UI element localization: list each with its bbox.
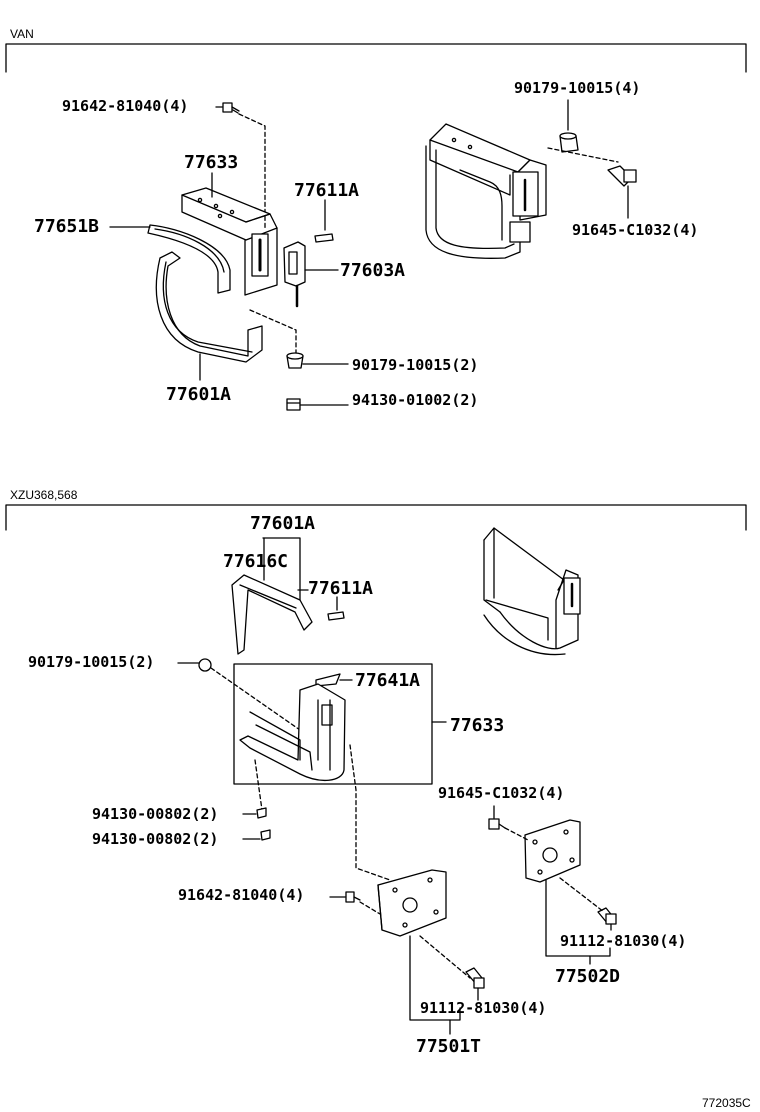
callout-77641A[interactable]: 77641A xyxy=(355,670,421,691)
callout-94130-01002[interactable]: 94130-01002(2) xyxy=(352,391,479,409)
nut-icon xyxy=(559,132,579,153)
bolt-icon xyxy=(607,165,637,187)
callout-77616C[interactable]: 77616C xyxy=(223,551,289,572)
bolt-icon xyxy=(465,967,485,989)
callout-91642-81040[interactable]: 91642-81040(4) xyxy=(62,97,189,115)
bolt-icon xyxy=(222,102,240,114)
section-label-xzu: XZU368,568 xyxy=(10,488,78,502)
callout-94130-00802-b[interactable]: 94130-00802(2) xyxy=(92,830,219,848)
bracket-77633-icon xyxy=(181,187,278,296)
nut-icon xyxy=(256,807,271,841)
callout-90179-10015-2[interactable]: 90179-10015(2) xyxy=(352,356,479,374)
callout-77633-xzu[interactable]: 77633 xyxy=(450,715,505,736)
callout-91112-81030-lower[interactable]: 91112-81030(4) xyxy=(420,999,547,1017)
assembled-holder-xzu-icon xyxy=(483,527,581,656)
callout-94130-00802-a[interactable]: 94130-00802(2) xyxy=(92,805,219,823)
band-77601A-xzu-icon xyxy=(231,574,313,655)
callout-77611A[interactable]: 77611A xyxy=(294,180,360,201)
callout-77611A-xzu[interactable]: 77611A xyxy=(308,578,374,599)
callout-77601A-xzu[interactable]: 77601A xyxy=(250,513,316,534)
callout-91642-81040-xzu[interactable]: 91642-81040(4) xyxy=(178,886,305,904)
bolt-icon xyxy=(345,891,361,903)
plate-77502D-icon xyxy=(524,819,581,883)
callout-77601A[interactable]: 77601A xyxy=(166,384,232,405)
clip-icon xyxy=(286,398,301,411)
bolt-icon xyxy=(597,907,617,925)
callout-77501T[interactable]: 77501T xyxy=(416,1036,482,1057)
lock-77603A-icon xyxy=(283,241,306,308)
strap-77651B-icon xyxy=(147,224,231,294)
plate-77501T-icon xyxy=(377,869,447,937)
callout-90179-10015-4[interactable]: 90179-10015(4) xyxy=(514,79,641,97)
band-77601A-icon xyxy=(155,251,263,363)
callout-90179-10015-xzu[interactable]: 90179-10015(2) xyxy=(28,653,155,671)
xzu-section-frame xyxy=(5,504,747,531)
bracket-77633-icon xyxy=(239,683,346,781)
callout-91645-C1032-xzu[interactable]: 91645-C1032(4) xyxy=(438,784,565,802)
figure-code: 772035C xyxy=(702,1096,751,1110)
nut-icon xyxy=(286,352,304,369)
van-section-frame xyxy=(5,43,747,73)
nut-icon xyxy=(198,658,212,672)
callout-91112-81030-right[interactable]: 91112-81030(4) xyxy=(560,932,687,950)
pin-icon xyxy=(327,611,345,621)
callout-77651B[interactable]: 77651B xyxy=(34,216,100,237)
pin-icon xyxy=(314,233,334,243)
bolt-icon xyxy=(488,818,506,830)
section-label-van: VAN xyxy=(10,27,34,41)
callout-77603A[interactable]: 77603A xyxy=(340,260,406,281)
callout-91645-C1032[interactable]: 91645-C1032(4) xyxy=(572,221,699,239)
callout-77633[interactable]: 77633 xyxy=(184,152,239,173)
assembled-holder-van-icon xyxy=(425,123,547,259)
group-box xyxy=(233,663,433,785)
callout-77502D[interactable]: 77502D xyxy=(555,966,621,987)
